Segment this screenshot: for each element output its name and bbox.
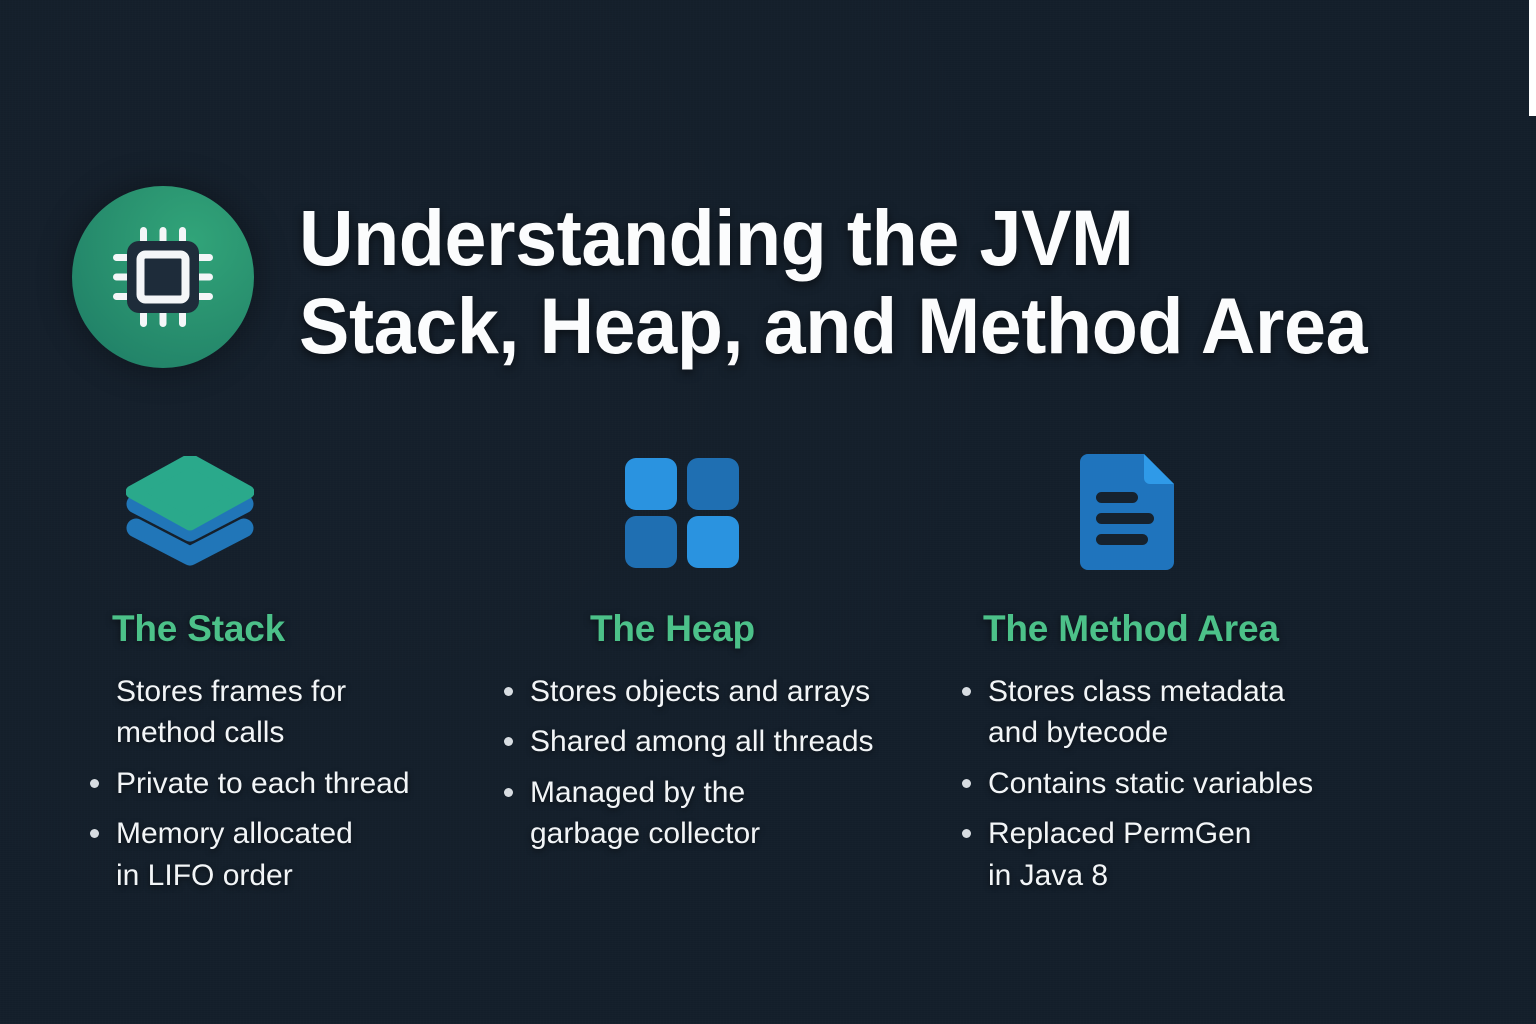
title-line-1: Understanding the JVM — [299, 193, 1134, 282]
list-item: Managed by the garbage collector — [492, 772, 950, 855]
document-lines-icon — [1080, 454, 1174, 570]
layers-icon — [126, 456, 254, 566]
cpu-chip-icon — [113, 227, 213, 327]
page-title: Understanding the JVM Stack, Heap, and M… — [299, 186, 1418, 371]
list-item: Shared among all threads — [492, 721, 950, 762]
column-stack-heading: The Stack — [112, 608, 285, 649]
column-heap-icon-slot — [492, 452, 950, 572]
grid-squares-icon — [625, 458, 739, 568]
column-method-area: The Method Area Stores class metadata an… — [950, 452, 1510, 905]
edge-artifact — [1529, 0, 1536, 116]
column-heap-heading: The Heap — [590, 608, 755, 649]
column-method-area-heading: The Method Area — [983, 608, 1279, 649]
column-heap-bullets: Stores objects and arrays Shared among a… — [492, 671, 950, 855]
column-stack-icon-slot — [68, 452, 470, 572]
column-method-area-icon-slot — [950, 452, 1510, 572]
title-line-2: Stack, Heap, and Method Area — [299, 281, 1368, 371]
column-method-area-bullets: Stores class metadata and bytecode Conta… — [950, 671, 1510, 896]
columns-section: The Stack Stores frames for method calls… — [0, 452, 1536, 905]
list-item: Stores class metadata and bytecode — [950, 671, 1510, 754]
list-item: Replaced PermGen in Java 8 — [950, 813, 1510, 896]
list-item: Stores objects and arrays — [492, 671, 950, 712]
list-item: Memory allocated in LIFO order — [78, 813, 470, 896]
list-item: Contains static variables — [950, 763, 1510, 804]
brand-badge — [72, 186, 254, 368]
column-stack-bullets: Stores frames for method calls Private t… — [68, 671, 470, 896]
list-item: Stores frames for method calls — [116, 675, 347, 750]
column-stack: The Stack Stores frames for method calls… — [0, 452, 470, 905]
header: Understanding the JVM Stack, Heap, and M… — [72, 186, 1418, 371]
list-item: Private to each thread — [78, 763, 470, 804]
column-heap: The Heap Stores objects and arrays Share… — [470, 452, 950, 905]
